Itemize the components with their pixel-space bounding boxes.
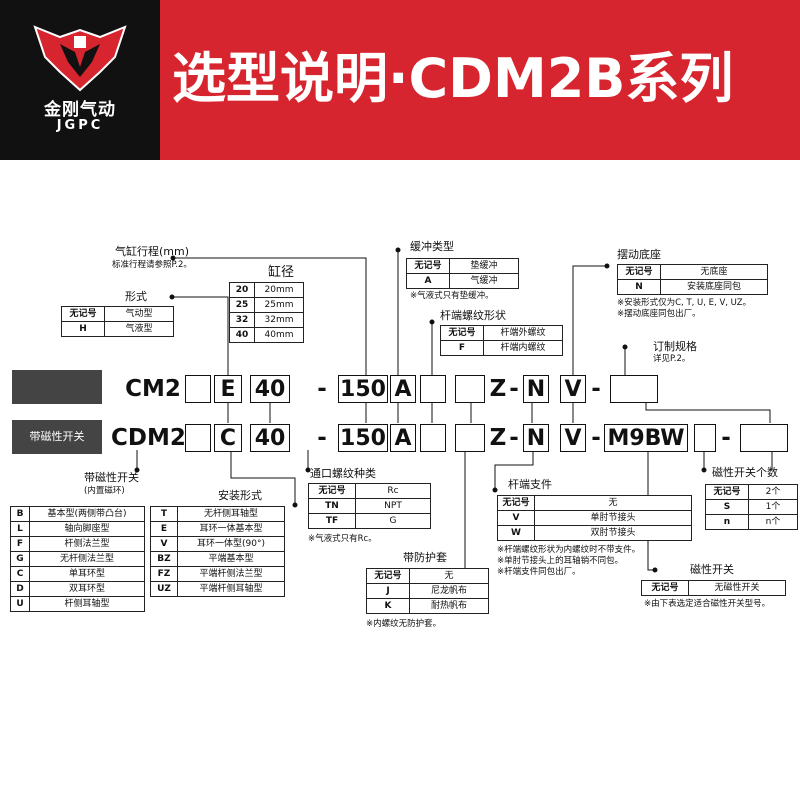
rod-acc-note-3: ※杆端支件同包出厂。 bbox=[497, 567, 581, 577]
row1-cushion-code: A bbox=[390, 375, 416, 403]
row2-z: Z bbox=[489, 425, 507, 451]
rod-acc-title: 杆端支件 bbox=[508, 478, 552, 491]
transformer-logo-icon bbox=[33, 25, 127, 92]
boot-note: ※内螺纹无防护套。 bbox=[366, 619, 442, 629]
row2-cushion-code: A bbox=[390, 424, 416, 452]
row1-z: Z bbox=[489, 376, 507, 402]
port-title: 通口螺纹种类 bbox=[310, 467, 376, 480]
cushion-title: 缓冲类型 bbox=[410, 240, 454, 253]
cushion-note: ※气液式只有垫缓冲。 bbox=[410, 291, 494, 301]
row1-placeholder-pill bbox=[12, 370, 102, 404]
switch-table: 无记号无磁性开关 bbox=[641, 580, 786, 596]
row2-dash-4: - bbox=[721, 425, 731, 451]
row2-bore-code: 40 bbox=[250, 424, 290, 452]
row1-mount-code: E bbox=[214, 375, 242, 403]
row2-dash-3: - bbox=[591, 425, 601, 451]
row2-rod-code: N bbox=[523, 424, 549, 452]
logo-chinese-text: 金刚气动 bbox=[44, 100, 116, 120]
magnet-title: 带磁性开关 bbox=[84, 471, 139, 484]
port-note: ※气液式只有Rc。 bbox=[308, 534, 377, 544]
row2-empty-box-3 bbox=[455, 424, 485, 452]
row2-mount-code: C bbox=[214, 424, 242, 452]
row1-empty-box-1 bbox=[185, 375, 211, 403]
custom-title: 订制规格 bbox=[653, 340, 697, 353]
magnetic-switch-pill: 带磁性开关 bbox=[12, 420, 102, 454]
row1-sw-code: V bbox=[560, 375, 586, 403]
magnet-sub: (内置磁环) bbox=[84, 486, 125, 496]
row1-prefix: CM2 bbox=[125, 376, 181, 402]
switch-title: 磁性开关 bbox=[690, 563, 734, 576]
custom-note: 详见P.2。 bbox=[653, 354, 691, 364]
row1-dash-1: - bbox=[317, 376, 327, 402]
row2-dash-1: - bbox=[317, 425, 327, 451]
boot-title: 带防护套 bbox=[403, 551, 447, 564]
row1-empty-box-3 bbox=[455, 375, 485, 403]
stroke-note: 标准行程请参照P.2。 bbox=[112, 260, 192, 270]
rod-thread-title: 杆端螺纹形状 bbox=[440, 309, 506, 322]
logo-english-text: JGPC bbox=[56, 118, 104, 133]
form-title: 形式 bbox=[125, 290, 147, 303]
row1-stroke-code: 150 bbox=[338, 375, 388, 403]
row1-rod-code: N bbox=[523, 375, 549, 403]
row2-switch-code: M9BW bbox=[604, 424, 688, 452]
switch-note: ※由下表选定适合磁性开关型号。 bbox=[644, 599, 771, 609]
row2-custom-box bbox=[740, 424, 788, 452]
row1-dash-3: - bbox=[591, 376, 601, 402]
row1-dash-2: - bbox=[509, 376, 519, 402]
row2-empty-box-1 bbox=[185, 424, 211, 452]
sw-count-title: 磁性开关个数 bbox=[712, 466, 778, 479]
swing-title: 摆动底座 bbox=[617, 248, 661, 261]
stroke-title: 气缸行程(mm) bbox=[115, 245, 190, 258]
row2-dash-2: - bbox=[509, 425, 519, 451]
swing-note-1: ※安装形式仅为C, T, U, E, V, UZ。 bbox=[617, 298, 752, 308]
row2-stroke-code: 150 bbox=[338, 424, 388, 452]
page-title: 选型说明·CDM2B系列 bbox=[172, 47, 734, 110]
row2-empty-box-2 bbox=[420, 424, 446, 452]
row2-sw-code: V bbox=[560, 424, 586, 452]
row1-custom-box bbox=[610, 375, 658, 403]
bore-title: 缸径 bbox=[268, 265, 295, 280]
row1-empty-box-2 bbox=[420, 375, 446, 403]
row2-prefix: CDM2 bbox=[111, 425, 186, 451]
swing-note-2: ※摆动底座同包出厂。 bbox=[617, 309, 701, 319]
row1-bore-code: 40 bbox=[250, 375, 290, 403]
mount-title: 安装形式 bbox=[218, 489, 262, 502]
rod-acc-note-1: ※杆端螺纹形状为内螺纹时不带支件。 bbox=[497, 545, 641, 555]
rod-acc-note-2: ※单肘节接头上的耳轴销不同包。 bbox=[497, 556, 624, 566]
row2-empty-box-4 bbox=[694, 424, 716, 452]
